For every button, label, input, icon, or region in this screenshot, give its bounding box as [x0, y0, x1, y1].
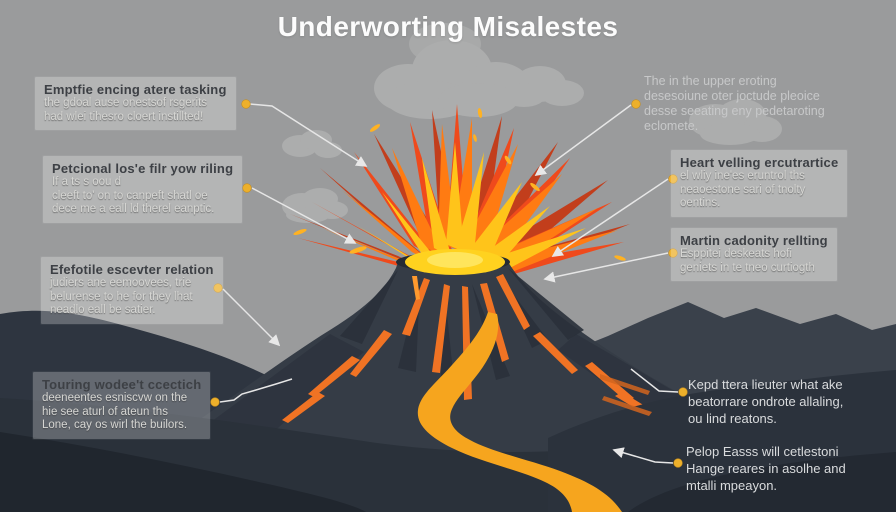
- annotation-text-bottom-right-1: Kepd ttera lieuter what ake beatorrare o…: [688, 376, 843, 427]
- leader-line: [251, 187, 357, 244]
- annotation-line: If a ts s oou d: [52, 176, 122, 188]
- leader-line: [630, 368, 679, 393]
- annotation-box-left-2: Petcional los'e filr yow riling If a ts …: [43, 156, 243, 223]
- page-title: Underworting Misalestes: [277, 11, 619, 42]
- crater-glow-inner: [427, 252, 483, 268]
- annotation-line: cleeft to' on to canpeft shatl oe: [52, 189, 208, 202]
- annotation-line: el wliy ine'es eruntrol ths: [680, 170, 805, 182]
- annotation-title: Heart velling ercutrartice: [680, 155, 839, 170]
- connector-dot: [673, 458, 683, 468]
- annotation-line: Esppitei deskeats hofi: [680, 248, 792, 260]
- leader-line: [534, 104, 632, 177]
- leader-line: [543, 252, 669, 283]
- annotation-box-right-2: Martin cadonity rellting Esppitei deskea…: [671, 228, 837, 281]
- connector-dot: [213, 283, 223, 293]
- annotation-box-right-1: Heart velling ercutrartice el wliy ine'e…: [671, 150, 848, 217]
- annotation-line: deeneentes esniscvw on the: [42, 392, 188, 404]
- annotation-line: the gdoal ause onestsof rsgerits: [44, 97, 208, 109]
- lava-sparks: [293, 108, 626, 261]
- connector-dot: [668, 174, 678, 184]
- annotation-line: judiers ane eemoovees, trie: [50, 277, 192, 289]
- foothill-lava-streaks: [600, 374, 652, 416]
- annotation-text-bottom-right-2: Pelop Easss will cetlestoni Hange reares…: [686, 443, 846, 494]
- annotation-line: beatorrare ondrote allaling,: [688, 394, 844, 409]
- leader-lines: [219, 103, 679, 464]
- annotation-box-bottom-left: Touring wodee't ccectich deeneentes esni…: [33, 372, 211, 439]
- foreground-terrain: [0, 370, 896, 512]
- annotation-text-top-right: The in the upper eroting desesoiune oter…: [644, 74, 825, 134]
- connector-dot: [631, 99, 641, 109]
- clouds: [282, 23, 782, 223]
- connector-dot: [242, 183, 252, 193]
- leader-line: [612, 447, 674, 464]
- annotation-line: neaoestone sari of tnolty: [680, 183, 806, 196]
- connector-dot: [668, 248, 678, 258]
- annotation-title: Emptfie encing atere tasking: [44, 82, 227, 97]
- annotation-line: dece me a eall ld therel eanptic.: [52, 203, 215, 215]
- leader-line: [551, 178, 669, 257]
- annotation-line: The in the upper eroting: [644, 74, 777, 88]
- lava-river: [417, 312, 622, 512]
- annotation-title: Martin cadonity rellting: [680, 233, 828, 248]
- leader-line: [219, 378, 293, 403]
- annotation-line: belurense to he for they lhat: [50, 290, 193, 303]
- eruption-flames: [290, 104, 630, 274]
- annotation-line: geniets in te tneo curtiogth: [680, 261, 815, 274]
- connector-dot: [210, 397, 220, 407]
- annotation-box-left-3: Efefotile escevter relation judiers ane …: [41, 257, 223, 324]
- annotation-line: Hange reares in asolhe and: [686, 461, 846, 476]
- annotation-title: Petcional los'e filr yow riling: [52, 161, 234, 176]
- annotation-line: mtalli mpeayon.: [686, 478, 778, 493]
- annotation-line: Kepd ttera lieuter what ake: [688, 377, 843, 392]
- annotation-line: neadlo eall be satier.: [50, 304, 156, 316]
- annotation-line: had wlei tihesro cloert instillted!: [44, 110, 204, 123]
- connector-dots: [210, 99, 688, 468]
- annotation-line: desesoiune oter joctude pleoice: [644, 89, 820, 103]
- annotation-title: Touring wodee't ccectich: [42, 377, 202, 392]
- annotation-line: oentins.: [680, 197, 721, 209]
- annotation-line: Pelop Easss will cetlestoni: [686, 444, 839, 459]
- leader-line: [222, 288, 281, 347]
- annotation-title: Efefotile escevter relation: [50, 262, 214, 277]
- annotation-box-top-left: Emptfie encing atere tasking the gdoal a…: [35, 77, 236, 130]
- leader-line: [249, 103, 368, 167]
- annotation-line: Lone, cay os wirl the builors.: [42, 419, 188, 431]
- connector-dot: [241, 99, 251, 109]
- annotation-line: desse seeating eny pedetaroting: [644, 104, 825, 118]
- annotation-line: ou lind reatons.: [688, 411, 777, 426]
- connector-dot: [678, 387, 688, 397]
- annotation-line: hie see aturl of ateun ths: [42, 405, 168, 418]
- annotation-line: eclomete.: [644, 119, 699, 133]
